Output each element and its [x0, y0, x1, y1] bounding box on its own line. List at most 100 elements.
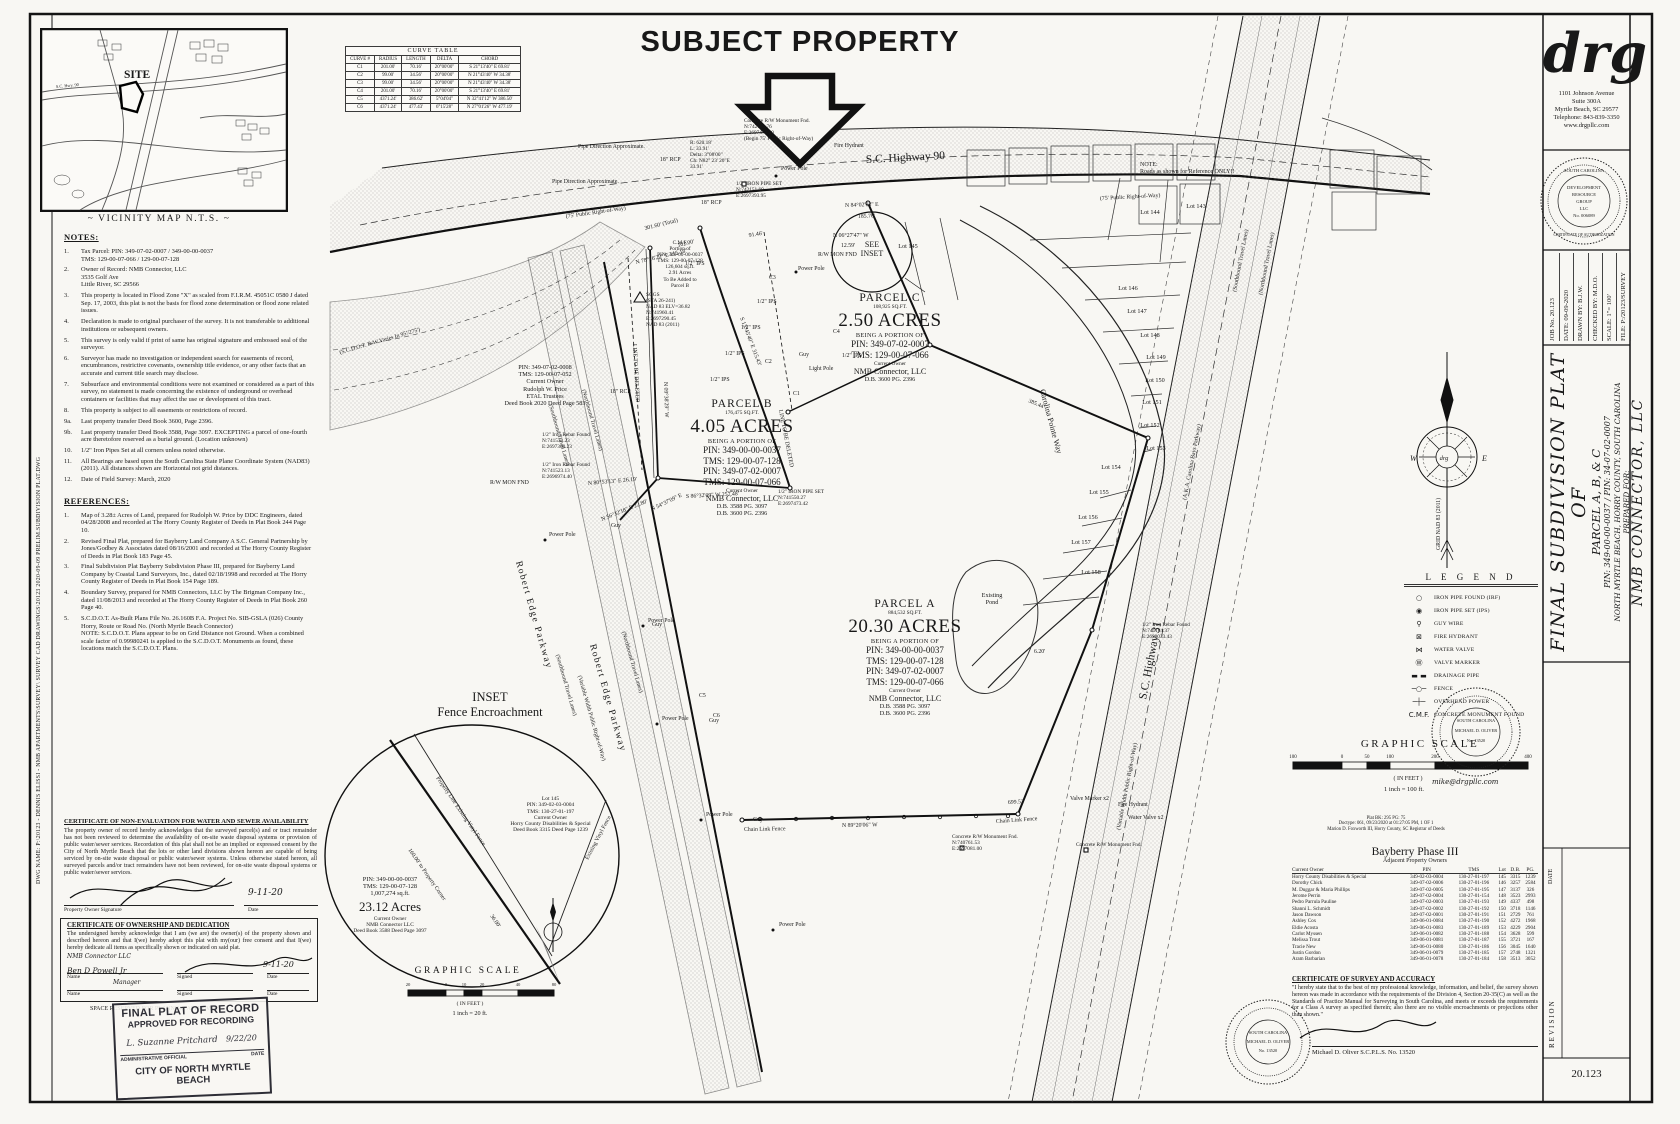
water-sig-label: Property Owner Signature: [64, 907, 122, 913]
plat-label: Property Line: [434, 776, 458, 806]
monument-note-1: Concrete R/W Monument Fnd. N:742180.76 E…: [744, 118, 814, 143]
legend-symbol-icon: ─┼─: [1412, 697, 1426, 706]
note-item: 5. This survey is only valid if print of…: [64, 336, 308, 352]
plat-label: C6: [713, 713, 720, 719]
plat-label: 102.00': [677, 239, 695, 249]
sheet-title-3: PIN: 349-00-00-0037 / PIN: 34-07-02-0007: [1603, 416, 1612, 588]
stamp-city: CITY OF NORTH MYRTLE BEACH: [135, 1061, 251, 1087]
monument-note-2: Concrete R/W Monument Fnd. N:740761.53 E…: [952, 834, 1018, 853]
stamp-official-label: ADMINISTRATIVE OFFICIAL: [120, 1054, 188, 1064]
plat-label: 18" RCP: [610, 389, 631, 395]
legend-label: IRON PIPE FOUND (IRF): [1434, 594, 1501, 601]
plat-label: S 86°32'09" W 257.48': [686, 490, 739, 500]
plat-label: Power Pole: [662, 716, 689, 722]
sheet-number: 20.123: [1571, 1068, 1602, 1080]
note-item: 2. Owner of Record: NMB Connector, LLC 3…: [64, 266, 187, 289]
reference-item: 4. Boundary Survey, prepared for NMB Con…: [64, 589, 308, 612]
date-column-label: DATE: [1548, 868, 1554, 884]
north-blocks: [966, 117, 1433, 231]
plat-label: Guy: [709, 718, 719, 724]
plat-label: Guy: [799, 352, 809, 358]
svg-text:MICHAEL D. OLIVER: MICHAEL D. OLIVER: [1247, 1039, 1289, 1044]
svg-text:20: 20: [480, 982, 485, 987]
curve-data-note: R: 620.18' L: 33.91' Delta: 3°08'00" Ch:…: [690, 140, 730, 171]
certificate-ownership: CERTIFICATE OF OWNERSHIP AND DEDICATION …: [60, 918, 318, 1002]
main-scale-bar: [1292, 761, 1529, 770]
pond-label: Existing Pond: [981, 592, 1003, 606]
plat-label: 301.60' (Total): [644, 217, 679, 232]
legend-item: ▬ ▬ DRAINAGE PIPE: [1404, 669, 1538, 682]
certificate-ownership-body: The undersigned hereby acknowledge that …: [67, 931, 311, 951]
legend-label: DRAINAGE PIPE: [1434, 672, 1480, 679]
signature-marks: [69, 877, 1437, 1039]
ownership-date-value: 9-11-20: [263, 960, 294, 969]
note-item: 11. All Bearings are based upon the Sout…: [64, 457, 310, 473]
certificate-ownership-heading: CERTIFICATE OF OWNERSHIP AND DEDICATION: [67, 922, 230, 929]
ownership-name-label: Name: [67, 973, 163, 980]
dwg-filename: DWG NAME: P:\20123 - DENNIS ELISSI - NMB…: [36, 456, 42, 884]
rebar-note-3: 1/2" Iron Rebar Found N:741184.37 E:2698…: [1142, 622, 1190, 641]
inset-lot145-note: Lot 145 PIN: 349-02-03-0004 TMS: 130-27-…: [510, 796, 591, 834]
legend-label: VALVE MARKER: [1434, 659, 1481, 666]
legend-item: ⚲ GUY WIRE: [1404, 617, 1538, 630]
inset-detail: [324, 724, 620, 988]
certificate-survey-body: "I hereby state that to the best of my p…: [1292, 985, 1538, 1019]
sheet-title-1: FINAL SUBDIVISION PLAT OF: [1547, 352, 1590, 652]
svg-text:No. 13520: No. 13520: [1467, 738, 1486, 743]
reference-item: 5. S.C.D.O.T. As-Built Plans File No. 26…: [64, 615, 304, 653]
curve-table-title: CURVE TABLE: [345, 46, 521, 56]
svg-text:SOUTH CAROLINA: SOUTH CAROLINA: [1249, 1030, 1288, 1035]
vicinity-caption: ~ VICINITY MAP N.T.S. ~: [87, 214, 231, 224]
svg-text:200: 200: [1431, 755, 1439, 760]
surveyor-seal-bottom-text: SOUTH CAROLINA MICHAEL D. OLIVER No. 135…: [1247, 1030, 1289, 1053]
svg-text:No. 006089: No. 006089: [1573, 213, 1595, 218]
legend-label: GUY WIRE: [1434, 620, 1464, 627]
plat-label: N 06°27'47" W: [833, 232, 869, 239]
lot-label: Lot 148: [1140, 332, 1159, 339]
plat-label: C2: [765, 359, 772, 365]
parcel-c-card: PARCEL C 108,925 SQ.FT. 2.50 ACRES BEING…: [838, 292, 942, 383]
lot-label: Lot 145: [898, 243, 917, 250]
references-list: 1. Map of 3.28± Acres of Land, prepared …: [64, 512, 315, 653]
lot-label: Lot 151: [1142, 399, 1161, 406]
note-item: 7. Subsurface and environmental conditio…: [64, 380, 315, 403]
firm-address-line: www.drgpllc.com: [1563, 122, 1610, 129]
legend-symbol-icon: ⊠: [1416, 632, 1422, 641]
plat-label: 12.59': [841, 243, 855, 249]
plat-label: Fire Hydrant: [1118, 802, 1148, 808]
svg-text:RESOURCE: RESOURCE: [1572, 192, 1596, 197]
lot-label: Lot 143: [1186, 203, 1205, 210]
plat-label: 185.76': [858, 213, 875, 220]
firm-email: mike@drgpllc.com: [1432, 778, 1499, 786]
lot-label: Lot 153: [1146, 445, 1165, 452]
legend-symbol-icon: C.M.F.: [1408, 710, 1430, 719]
svg-text:CERTIFICATE OF AUTHORIZATION: CERTIFICATE OF AUTHORIZATION: [1554, 233, 1615, 237]
sggs-note: SGGS (STA 26-241) NAD 83 ELV=36.82 N:741…: [646, 292, 691, 329]
ownership-date-label: Date: [267, 973, 309, 980]
subject-arrow: [734, 72, 866, 169]
plat-label: 6.20': [1034, 649, 1045, 655]
legend-label: CONCRETE MONUMENT FOUND: [1434, 711, 1525, 718]
surveyor-signature-line: [1312, 1046, 1538, 1047]
plat-label: Guy: [652, 622, 662, 628]
plat-label: Power Pole: [798, 266, 825, 272]
certificate-survey-heading: CERTIFICATE OF SURVEY AND ACCURACY: [1292, 976, 1436, 983]
sheet-title-block: FINAL SUBDIVISION PLAT OF PARCEL A, B, &…: [1547, 350, 1646, 654]
certificate-survey: CERTIFICATE OF SURVEY AND ACCURACY "I he…: [1292, 976, 1538, 1019]
job-info-line: SCALE: 1"= 100': [1602, 253, 1617, 341]
svg-text:100: 100: [1386, 755, 1394, 760]
plat-label: R/W MON FND: [490, 480, 529, 486]
reference-item: 3. Final Subdivision Plat Bayberry Subdi…: [64, 563, 307, 586]
sheet-title-6: NMB CONNECTOR, LLC: [1629, 397, 1646, 607]
